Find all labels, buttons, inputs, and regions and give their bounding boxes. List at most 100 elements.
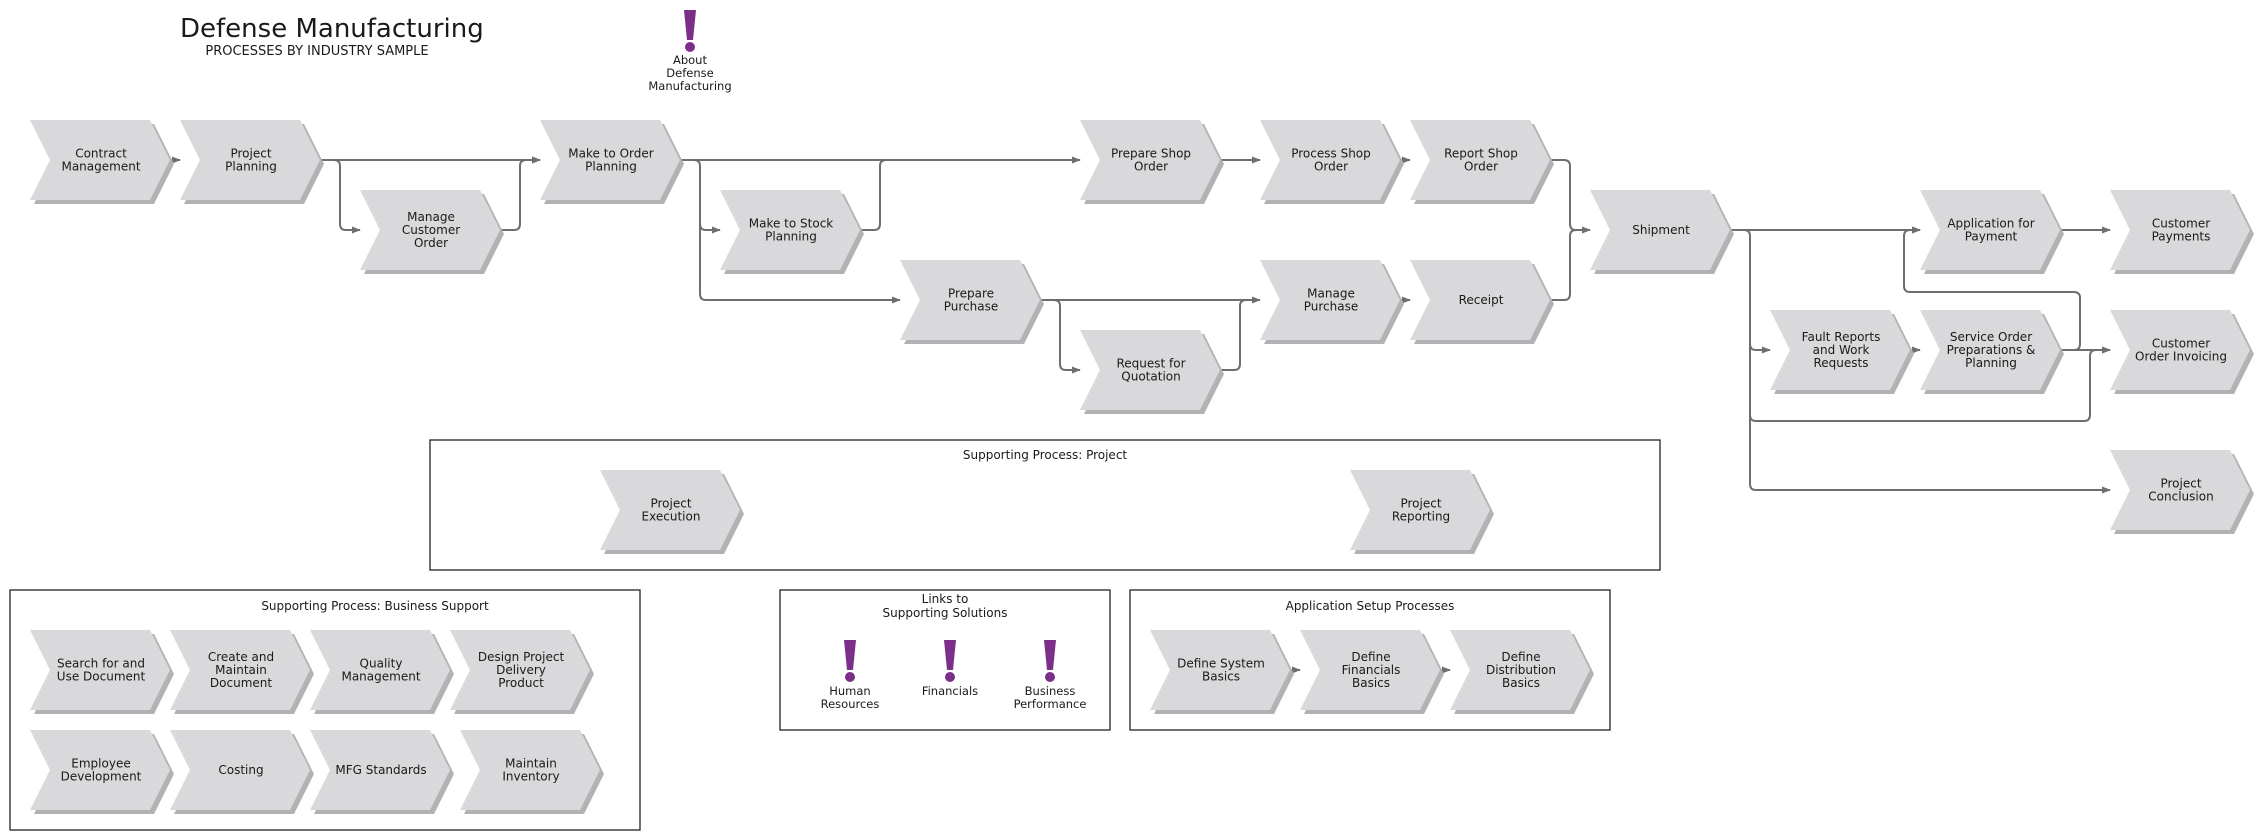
about-label-line-3: Manufacturing bbox=[648, 79, 731, 93]
step-label-line-1: Project bbox=[650, 497, 691, 511]
process-step-receipt[interactable]: Receipt bbox=[1410, 260, 1554, 344]
step-label-line-2: Reporting bbox=[1392, 510, 1450, 524]
step-label-line-2: Financials bbox=[1342, 663, 1401, 677]
step-label-line-2: Delivery bbox=[496, 663, 546, 677]
step-label-line-2: Execution bbox=[642, 510, 701, 524]
step-shape bbox=[1350, 470, 1490, 550]
step-shape bbox=[1260, 260, 1400, 340]
step-label-line-1: Search for and bbox=[57, 657, 145, 671]
step-shape bbox=[30, 730, 170, 810]
step-label-line-1: Receipt bbox=[1459, 293, 1504, 307]
step-shape bbox=[30, 120, 170, 200]
step-shape bbox=[1300, 630, 1440, 710]
step-label-line-1: Make to Stock bbox=[749, 217, 834, 231]
step-label-line-1: Customer bbox=[2152, 337, 2210, 351]
step-label-line-1: Customer bbox=[2152, 217, 2210, 231]
step-shape bbox=[540, 120, 680, 200]
step-shape bbox=[2110, 190, 2250, 270]
step-label-line-1: Contract bbox=[75, 147, 127, 161]
step-label-line-2: Maintain bbox=[215, 663, 267, 677]
group-title: Application Setup Processes bbox=[1286, 599, 1455, 613]
step-shape bbox=[1770, 310, 1910, 390]
step-label-line-2: Order bbox=[1464, 160, 1498, 174]
step-label-line-3: Requests bbox=[1814, 356, 1869, 370]
process-steps: ContractManagementProjectPlanningManageC… bbox=[30, 120, 2254, 814]
process-step-mfg-standards[interactable]: MFG Standards bbox=[310, 730, 454, 814]
step-label-line-2: Use Document bbox=[57, 670, 146, 684]
step-label-line-2: Planning bbox=[765, 230, 817, 244]
step-label-line-3: Basics bbox=[1352, 676, 1390, 690]
link-human-resources[interactable]: Human Resources bbox=[821, 640, 880, 711]
step-label-line-1: Define System bbox=[1177, 657, 1265, 671]
step-label-line-2: Planning bbox=[585, 160, 637, 174]
step-label-line-1: Maintain bbox=[505, 757, 557, 771]
step-label-line-1: Employee bbox=[71, 757, 130, 771]
step-shape bbox=[2110, 450, 2250, 530]
step-label-line-2: Payments bbox=[2152, 230, 2211, 244]
link-business-performance[interactable]: Business Performance bbox=[1014, 640, 1087, 711]
page-subtitle: PROCESSES BY INDUSTRY SAMPLE bbox=[205, 44, 428, 59]
step-shape bbox=[310, 630, 450, 710]
step-label-line-1: Quality bbox=[360, 657, 403, 671]
step-label-line-2: Development bbox=[61, 770, 142, 784]
group-business-support: Supporting Process: Business Support bbox=[9, 589, 641, 831]
step-label-line-2: and Work bbox=[1813, 343, 1870, 357]
about-link[interactable]: About Defense Manufacturing bbox=[648, 10, 732, 93]
process-step-costing[interactable]: Costing bbox=[170, 730, 314, 814]
step-shape bbox=[600, 470, 740, 550]
step-label-line-2: Order bbox=[1314, 160, 1348, 174]
step-label-line-1: Manage bbox=[1307, 287, 1355, 301]
about-label-line-2: Defense bbox=[666, 66, 713, 80]
step-shape bbox=[1080, 330, 1220, 410]
step-shape bbox=[1260, 120, 1400, 200]
step-label-line-2: Conclusion bbox=[2148, 490, 2213, 504]
process-step-shipment[interactable]: Shipment bbox=[1590, 190, 1734, 274]
step-shape bbox=[310, 730, 450, 810]
step-label-line-1: Process Shop bbox=[1291, 147, 1371, 161]
step-label-line-3: Product bbox=[498, 676, 544, 690]
step-shape bbox=[1920, 190, 2060, 270]
group-title: Supporting Process: Project bbox=[963, 448, 1128, 462]
step-shape bbox=[30, 630, 170, 710]
step-label-line-2: Payment bbox=[1965, 230, 2018, 244]
link-financials[interactable]: Financials bbox=[922, 640, 978, 698]
step-label-line-2: Management bbox=[341, 670, 420, 684]
step-label-line-1: Shipment bbox=[1632, 223, 1690, 237]
step-shape bbox=[720, 190, 860, 270]
step-label-line-3: Document bbox=[210, 676, 272, 690]
step-label-line-1: Application for bbox=[1947, 217, 2034, 231]
link-label-line-1: Business bbox=[1025, 684, 1076, 698]
group-title: Supporting Process: Business Support bbox=[261, 599, 489, 613]
page-title: Defense Manufacturing bbox=[180, 14, 484, 44]
group-supporting-project: Supporting Process: Project bbox=[429, 439, 1661, 571]
